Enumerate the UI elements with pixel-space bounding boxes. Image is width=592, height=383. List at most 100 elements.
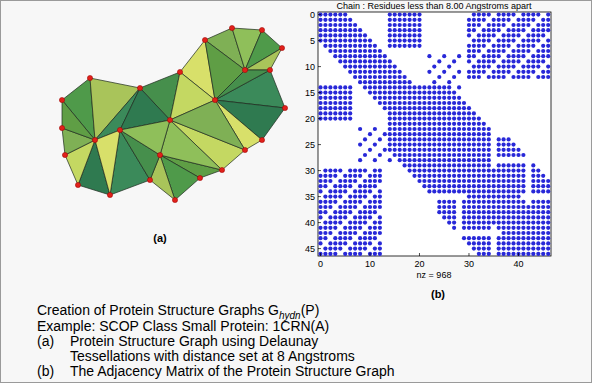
contact-dot bbox=[437, 205, 441, 209]
contact-dot bbox=[472, 221, 476, 225]
contact-dot bbox=[477, 252, 481, 256]
contact-dot bbox=[526, 221, 530, 225]
mesh-triangle bbox=[62, 100, 95, 140]
plot-axes bbox=[318, 12, 551, 256]
contact-dot bbox=[526, 59, 530, 63]
residue-vertex bbox=[117, 127, 122, 132]
contact-dot bbox=[497, 241, 501, 245]
contact-dot bbox=[487, 189, 491, 193]
contact-dot bbox=[502, 65, 506, 69]
contact-dot bbox=[487, 127, 491, 131]
contact-dot bbox=[333, 252, 337, 256]
contact-dot bbox=[328, 215, 332, 219]
contact-dot bbox=[358, 75, 362, 79]
contact-dot bbox=[368, 205, 372, 209]
contact-dot bbox=[457, 127, 461, 131]
contact-dot bbox=[348, 205, 352, 209]
mesh-triangle bbox=[245, 48, 282, 70]
contact-dot bbox=[412, 101, 416, 105]
contact-dot bbox=[388, 44, 392, 48]
y-tick bbox=[318, 144, 321, 145]
contact-dot bbox=[328, 252, 332, 256]
contact-dot bbox=[516, 54, 520, 58]
contact-dot bbox=[487, 195, 491, 199]
contact-dot bbox=[338, 184, 342, 188]
contact-dot bbox=[511, 163, 515, 167]
contact-dot bbox=[388, 132, 392, 136]
contact-dot bbox=[383, 85, 387, 89]
contact-dot bbox=[487, 221, 491, 225]
contact-dot bbox=[511, 210, 515, 214]
panel-label: (a) bbox=[153, 232, 166, 244]
contact-dot bbox=[482, 195, 486, 199]
contact-dot bbox=[541, 18, 545, 22]
contact-dot bbox=[348, 231, 352, 235]
contact-dot bbox=[531, 54, 535, 58]
contact-dot bbox=[333, 49, 337, 53]
contact-dot bbox=[502, 195, 506, 199]
contact-dot bbox=[318, 252, 322, 256]
contact-dot bbox=[343, 85, 347, 89]
contact-dot bbox=[507, 13, 511, 17]
contact-dot bbox=[432, 143, 436, 147]
contact-dot bbox=[368, 54, 372, 58]
contact-dot bbox=[487, 163, 491, 167]
contact-dot bbox=[447, 200, 451, 204]
contact-dot bbox=[368, 39, 372, 43]
contact-dot bbox=[477, 215, 481, 219]
contact-dot bbox=[417, 91, 421, 95]
contact-dot bbox=[467, 153, 471, 157]
contact-dot bbox=[343, 117, 347, 121]
contact-dot bbox=[541, 54, 545, 58]
contact-dot bbox=[482, 179, 486, 183]
contact-dot bbox=[546, 189, 550, 193]
contact-dot bbox=[318, 13, 322, 17]
contact-dot bbox=[388, 158, 392, 162]
contact-dot bbox=[427, 189, 431, 193]
contact-dot bbox=[472, 184, 476, 188]
contact-dot bbox=[546, 39, 550, 43]
contact-dot bbox=[348, 59, 352, 63]
contact-dot bbox=[408, 148, 412, 152]
contact-dot bbox=[383, 96, 387, 100]
contact-dot bbox=[373, 236, 377, 240]
contact-dot bbox=[343, 215, 347, 219]
contact-dot bbox=[546, 28, 550, 32]
contact-dot bbox=[442, 200, 446, 204]
y-tick-label: 5 bbox=[310, 36, 315, 46]
contact-dot bbox=[398, 143, 402, 147]
contact-dot bbox=[417, 174, 421, 178]
contact-dot bbox=[398, 137, 402, 141]
contact-dot bbox=[368, 215, 372, 219]
contact-dot bbox=[328, 179, 332, 183]
contact-dot bbox=[323, 96, 327, 100]
contact-dot bbox=[338, 221, 342, 225]
contact-dot bbox=[492, 49, 496, 53]
contact-dot bbox=[353, 200, 357, 204]
contact-dot bbox=[487, 226, 491, 230]
contact-dot bbox=[368, 148, 372, 152]
contact-dot bbox=[427, 85, 431, 89]
contact-dot bbox=[403, 163, 407, 167]
contact-dot bbox=[477, 236, 481, 240]
contact-dot bbox=[323, 33, 327, 37]
contact-dot bbox=[373, 85, 377, 89]
contact-dot bbox=[447, 91, 451, 95]
contact-dot bbox=[328, 226, 332, 230]
contact-dot bbox=[447, 205, 451, 209]
contact-dot bbox=[482, 148, 486, 152]
contact-dot bbox=[536, 221, 540, 225]
contact-dot bbox=[373, 210, 377, 214]
contact-dot bbox=[516, 221, 520, 225]
contact-dot bbox=[333, 236, 337, 240]
contact-dot bbox=[467, 28, 471, 32]
contact-dot bbox=[328, 111, 332, 115]
contact-dot bbox=[536, 189, 540, 193]
contact-dot bbox=[437, 148, 441, 152]
contact-dot bbox=[338, 205, 342, 209]
y-tick-label: 35 bbox=[305, 192, 315, 202]
contact-dot bbox=[343, 174, 347, 178]
contact-dot bbox=[502, 221, 506, 225]
contact-dot bbox=[368, 91, 372, 95]
contact-dot bbox=[452, 158, 456, 162]
